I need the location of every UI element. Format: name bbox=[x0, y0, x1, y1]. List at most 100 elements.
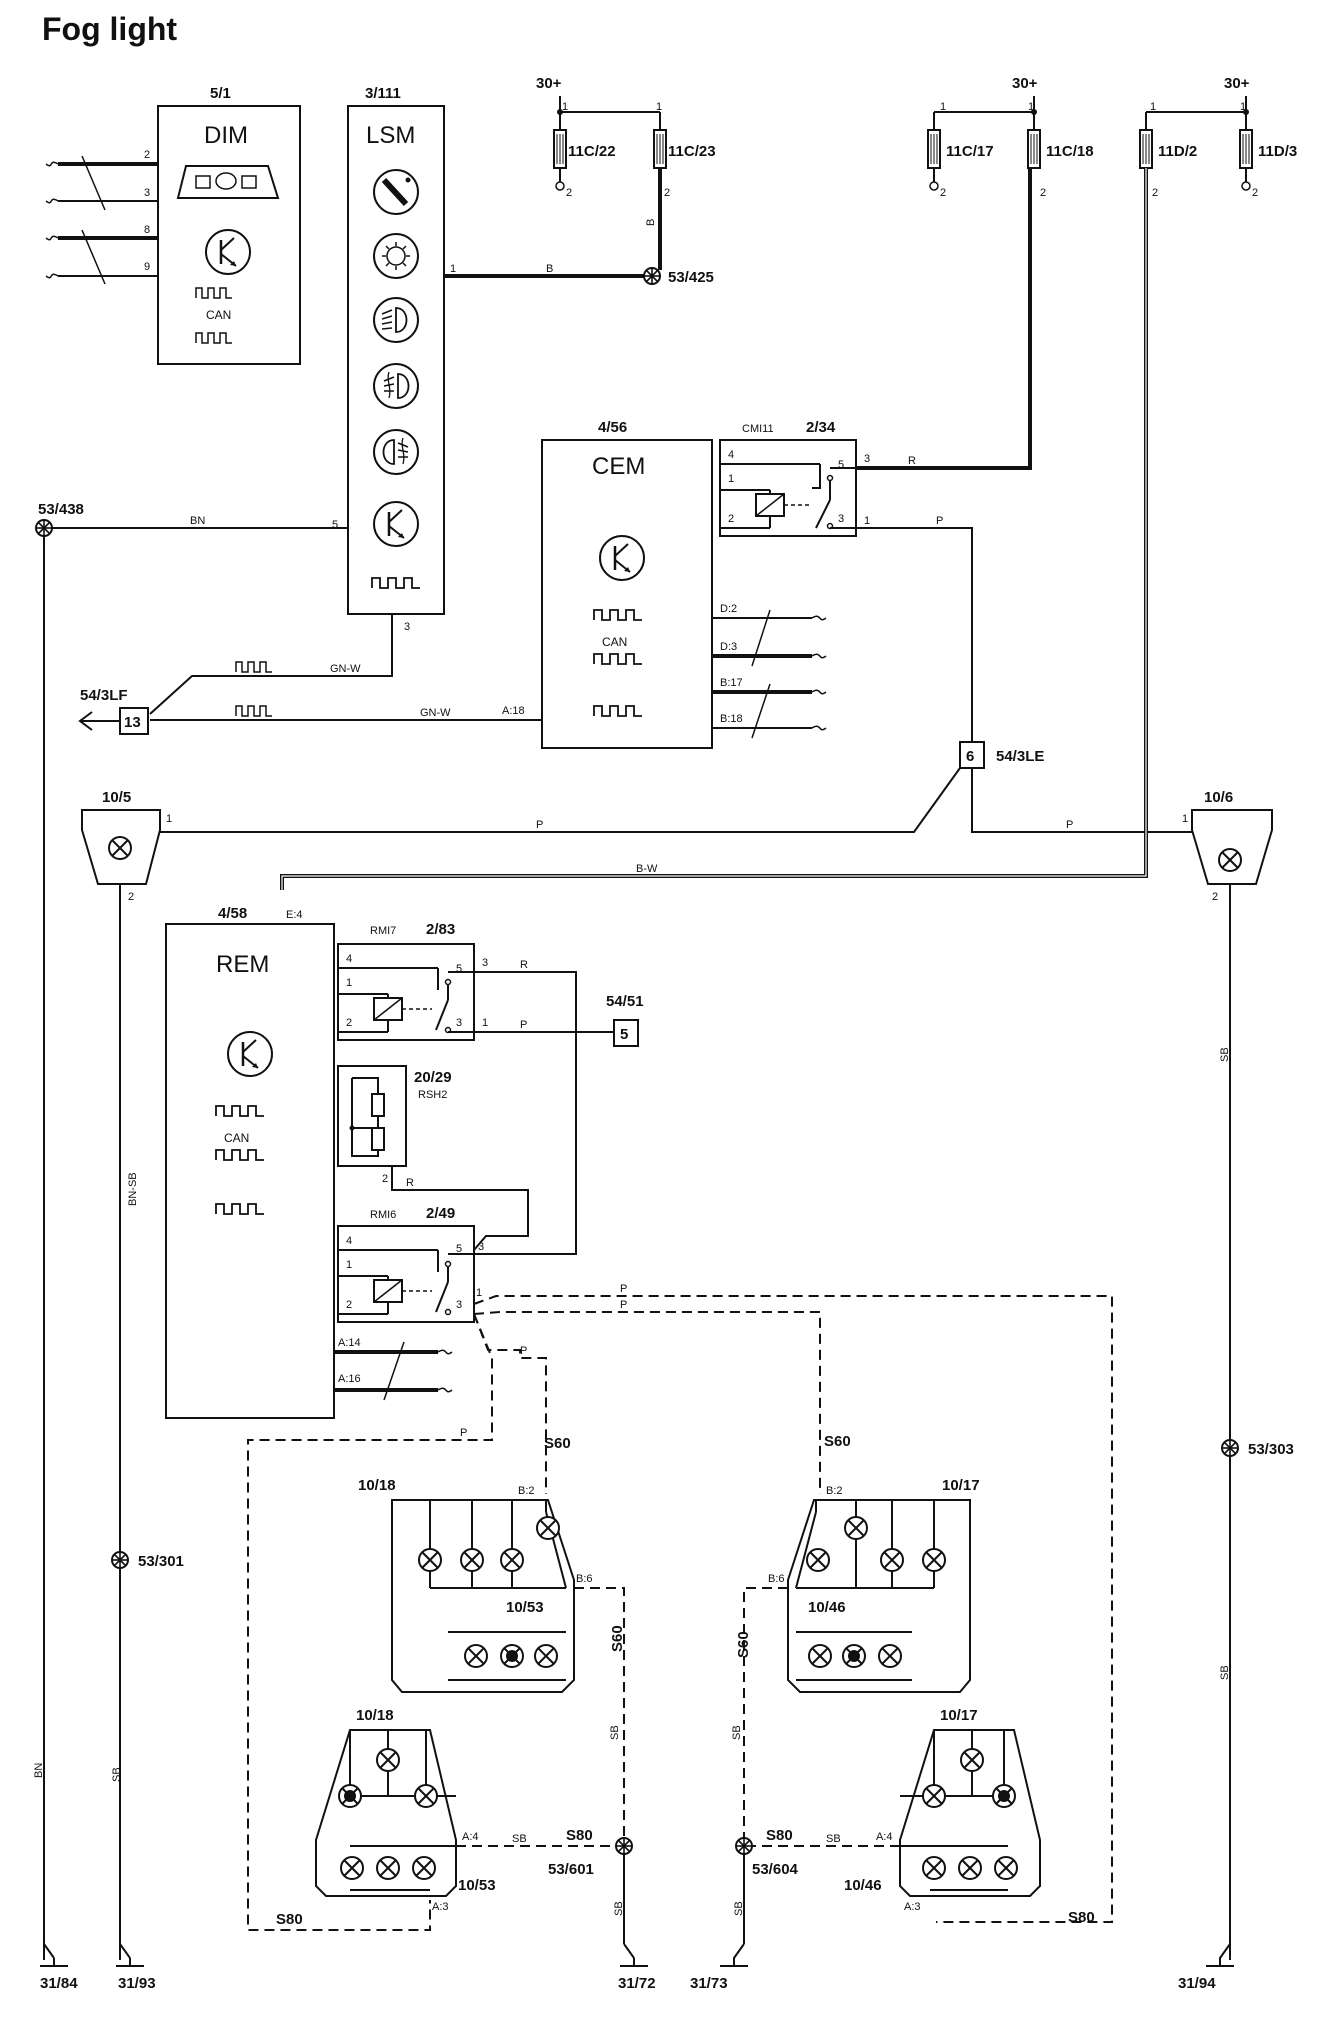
wire-color: SB bbox=[512, 1833, 527, 1845]
lamp-icon bbox=[922, 1784, 946, 1808]
wire-color: R bbox=[908, 455, 916, 467]
can-signal-icon bbox=[593, 653, 643, 665]
fuse-pin: 1 bbox=[1150, 101, 1156, 113]
lamp-icon bbox=[994, 1856, 1018, 1880]
front-fog-lamp-left: 10/5 1 2 bbox=[81, 789, 172, 903]
lamp-icon bbox=[108, 836, 132, 860]
rem-ref: 4/58 bbox=[218, 905, 247, 922]
light-switch-icon bbox=[373, 169, 419, 215]
lamp-pin: B:6 bbox=[768, 1573, 785, 1585]
lamp-icon bbox=[460, 1548, 484, 1572]
parking-light-icon bbox=[373, 233, 419, 279]
lamp-icon bbox=[536, 1516, 560, 1540]
wire-color: SB bbox=[731, 1725, 743, 1740]
lamp-pin: 1 bbox=[1182, 813, 1188, 825]
cem-name: CEM bbox=[592, 453, 645, 480]
relay-rmi7: RMI7 2/83 4 1 2 5 3 3 1 bbox=[337, 921, 488, 1041]
lamp-ref: 10/6 bbox=[1204, 789, 1233, 806]
splice-icon bbox=[1221, 1439, 1239, 1457]
fuse-group-11c17-18: 30+ 1 1 11C/17 11C/18 2 2 bbox=[927, 75, 1094, 199]
relay-pin: 4 bbox=[346, 953, 352, 965]
lamp-icon bbox=[412, 1856, 436, 1880]
lamp-icon bbox=[1218, 848, 1242, 872]
cem-ref: 4/56 bbox=[598, 419, 627, 436]
fuse-pin: 2 bbox=[1252, 187, 1258, 199]
lamp-sub-ref: 10/53 bbox=[506, 1599, 544, 1616]
lamp-icon bbox=[534, 1644, 558, 1668]
cem-pin: B:18 bbox=[720, 713, 743, 725]
lamp-pin: A:4 bbox=[462, 1831, 479, 1843]
lamp-pin: A:4 bbox=[876, 1831, 893, 1843]
lsm-pin-1: 1 bbox=[450, 263, 456, 275]
relay-box bbox=[337, 943, 475, 1041]
relay-pin: 3 bbox=[456, 1299, 462, 1311]
cem-can-wires: D:2 D:3 B:17 B:18 bbox=[712, 603, 827, 739]
relay-name: RMI6 bbox=[370, 1209, 396, 1221]
splice-icon bbox=[111, 1551, 129, 1569]
relay-pin: 3 bbox=[456, 1017, 462, 1029]
wire-color: GN-W bbox=[420, 707, 451, 719]
fuse-pin: 2 bbox=[664, 187, 670, 199]
lamp-pin: 2 bbox=[128, 891, 134, 903]
relay-pin: 1 bbox=[346, 1259, 352, 1271]
fuse-ref: 11D/2 bbox=[1158, 143, 1197, 160]
lamp-icon bbox=[878, 1644, 902, 1668]
signal-icon bbox=[593, 705, 643, 717]
relay-pin: 2 bbox=[346, 1017, 352, 1029]
lamp-icon bbox=[376, 1748, 400, 1772]
cem-box bbox=[541, 439, 713, 749]
fuse-ref: 11C/22 bbox=[568, 143, 616, 160]
fuse-icon bbox=[553, 129, 567, 169]
fuse-pin: 2 bbox=[1152, 187, 1158, 199]
dim-pin: 9 bbox=[144, 261, 150, 273]
fuse-icon bbox=[1139, 129, 1153, 169]
wire-color: P bbox=[620, 1283, 627, 1295]
fuse-ref: 11C/18 bbox=[1046, 143, 1094, 160]
wire-bn: 53/438 BN BN bbox=[33, 501, 348, 1960]
variant-label: S60 bbox=[735, 1631, 752, 1658]
wire-color: R bbox=[406, 1177, 414, 1189]
relay-pin: 1 bbox=[482, 1017, 488, 1029]
splice-icon bbox=[643, 267, 661, 285]
wire-p-fog-lamps: P P bbox=[160, 767, 1192, 833]
lamp-ref: 10/5 bbox=[102, 789, 131, 806]
fuse-pin: 1 bbox=[562, 101, 568, 113]
can-signal-icon bbox=[215, 1149, 265, 1161]
lamp-icon bbox=[418, 1548, 442, 1572]
splice-label: 53/303 bbox=[1248, 1441, 1294, 1458]
ground-label: 31/72 bbox=[618, 1975, 656, 1992]
rear-fog-light-icon bbox=[373, 429, 419, 475]
wire-b-w: B-W bbox=[280, 168, 1148, 890]
wire-color: SB bbox=[613, 1901, 625, 1916]
lamp-icon bbox=[880, 1548, 904, 1572]
ground-31-93: 31/93 bbox=[115, 1943, 156, 1992]
wire-color: B bbox=[645, 219, 657, 226]
shunt-ref: 20/29 bbox=[414, 1069, 452, 1086]
splice-icon bbox=[735, 1837, 753, 1855]
instrument-cluster-icon bbox=[176, 165, 280, 199]
ground-label: 31/84 bbox=[40, 1975, 78, 1992]
lamp-ref: 10/18 bbox=[358, 1477, 396, 1494]
wire-color: SB bbox=[1219, 1665, 1231, 1680]
rem-bottom-wires: A:14 A:16 bbox=[334, 1337, 453, 1401]
ground-label: 31/73 bbox=[690, 1975, 728, 1992]
fuse-icon bbox=[927, 129, 941, 169]
supply-label: 30+ bbox=[1012, 75, 1038, 92]
splice-label: 53/301 bbox=[138, 1553, 184, 1570]
connector-ref: 54/51 bbox=[606, 993, 644, 1010]
cem-module: 4/56 CEM CAN A:18 D:2 D:3 B:17 B:18 bbox=[502, 419, 827, 749]
relay-pin: 3 bbox=[838, 513, 844, 525]
wire-color: P bbox=[620, 1299, 627, 1311]
relay-pin: 5 bbox=[456, 1243, 462, 1255]
lamp-icon bbox=[922, 1548, 946, 1572]
dim-name: DIM bbox=[204, 122, 248, 149]
splice-label: 53/601 bbox=[548, 1861, 594, 1878]
wire-sb-right: SB 53/303 SB bbox=[1219, 884, 1294, 1960]
wire-color: BN bbox=[33, 1763, 45, 1778]
relay-pin: 1 bbox=[728, 473, 734, 485]
headlight-icon bbox=[373, 297, 419, 343]
rear-lamp-10-18-s60: 10/18 B:2 B:6 10/53 S60 SB bbox=[358, 1477, 626, 1840]
rem-pin: A:16 bbox=[338, 1373, 361, 1385]
lamp-icon bbox=[958, 1856, 982, 1880]
